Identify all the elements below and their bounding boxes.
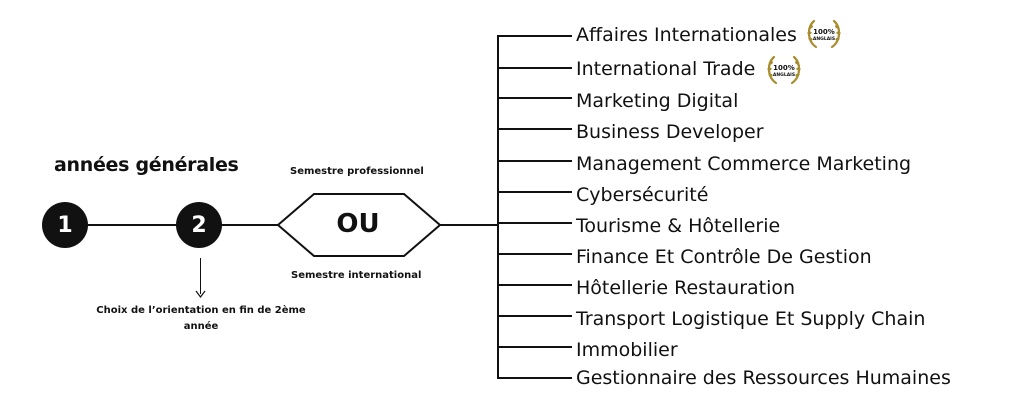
connector-step1-step2 bbox=[86, 224, 178, 226]
branch-finance-controle-gestion: Finance Et Contrôle De Gestion bbox=[576, 246, 872, 268]
svg-text:100%: 100% bbox=[773, 64, 795, 72]
branch-tick bbox=[497, 35, 572, 37]
branch-management-commerce-marketing: Management Commerce Marketing bbox=[576, 153, 912, 175]
semester-international-label: Semestre international bbox=[291, 270, 422, 281]
branch-tick bbox=[497, 377, 572, 379]
branch-tick bbox=[497, 97, 572, 99]
hexagon-label: OU bbox=[336, 209, 380, 239]
branch-immobilier: Immobilier bbox=[576, 339, 678, 361]
branch-hotellerie-restauration: Hôtellerie Restauration bbox=[576, 277, 796, 299]
svg-text:ANGLAIS: ANGLAIS bbox=[773, 72, 795, 78]
connector-hex-bus bbox=[440, 224, 498, 226]
branch-tick bbox=[497, 284, 572, 286]
connector-step2-hex bbox=[220, 224, 278, 226]
branch-transport-logistique: Transport Logistique Et Supply Chain bbox=[576, 308, 926, 330]
step-2-circle: 2 bbox=[176, 202, 222, 248]
branch-marketing-digital: Marketing Digital bbox=[576, 90, 739, 112]
branch-tick bbox=[497, 160, 572, 162]
svg-text:100%: 100% bbox=[813, 28, 835, 36]
branch-cybersecurite: Cybersécurité bbox=[576, 184, 709, 206]
branch-tick bbox=[497, 222, 572, 224]
orientation-note: Choix de l’orientation en fin de 2ème an… bbox=[96, 305, 306, 332]
branch-tick bbox=[497, 315, 572, 317]
branch-international-trade: International Trade bbox=[576, 58, 756, 80]
branch-bus bbox=[497, 35, 499, 379]
branch-tick bbox=[497, 346, 572, 348]
section-heading: années générales bbox=[54, 154, 239, 176]
step-1-circle: 1 bbox=[42, 202, 88, 248]
english-badge-icon: 100% ANGLAIS bbox=[767, 55, 801, 85]
branch-business-developer: Business Developer bbox=[576, 121, 764, 143]
svg-text:ANGLAIS: ANGLAIS bbox=[813, 36, 835, 42]
branch-tick bbox=[497, 128, 572, 130]
semester-professional-label: Semestre professionnel bbox=[290, 166, 424, 177]
orientation-arrow-shaft bbox=[200, 258, 201, 294]
branch-affaires-internationales: Affaires Internationales bbox=[576, 24, 797, 46]
branch-gestionnaire-rh: Gestionnaire des Ressources Humaines bbox=[576, 367, 951, 389]
orientation-arrowhead-icon bbox=[195, 290, 206, 298]
english-badge-icon: 100% ANGLAIS bbox=[807, 19, 841, 49]
branch-tourisme-hotellerie: Tourisme & Hôtellerie bbox=[576, 215, 781, 237]
branch-tick bbox=[497, 253, 572, 255]
branch-tick bbox=[497, 67, 572, 69]
branch-tick bbox=[497, 191, 572, 193]
